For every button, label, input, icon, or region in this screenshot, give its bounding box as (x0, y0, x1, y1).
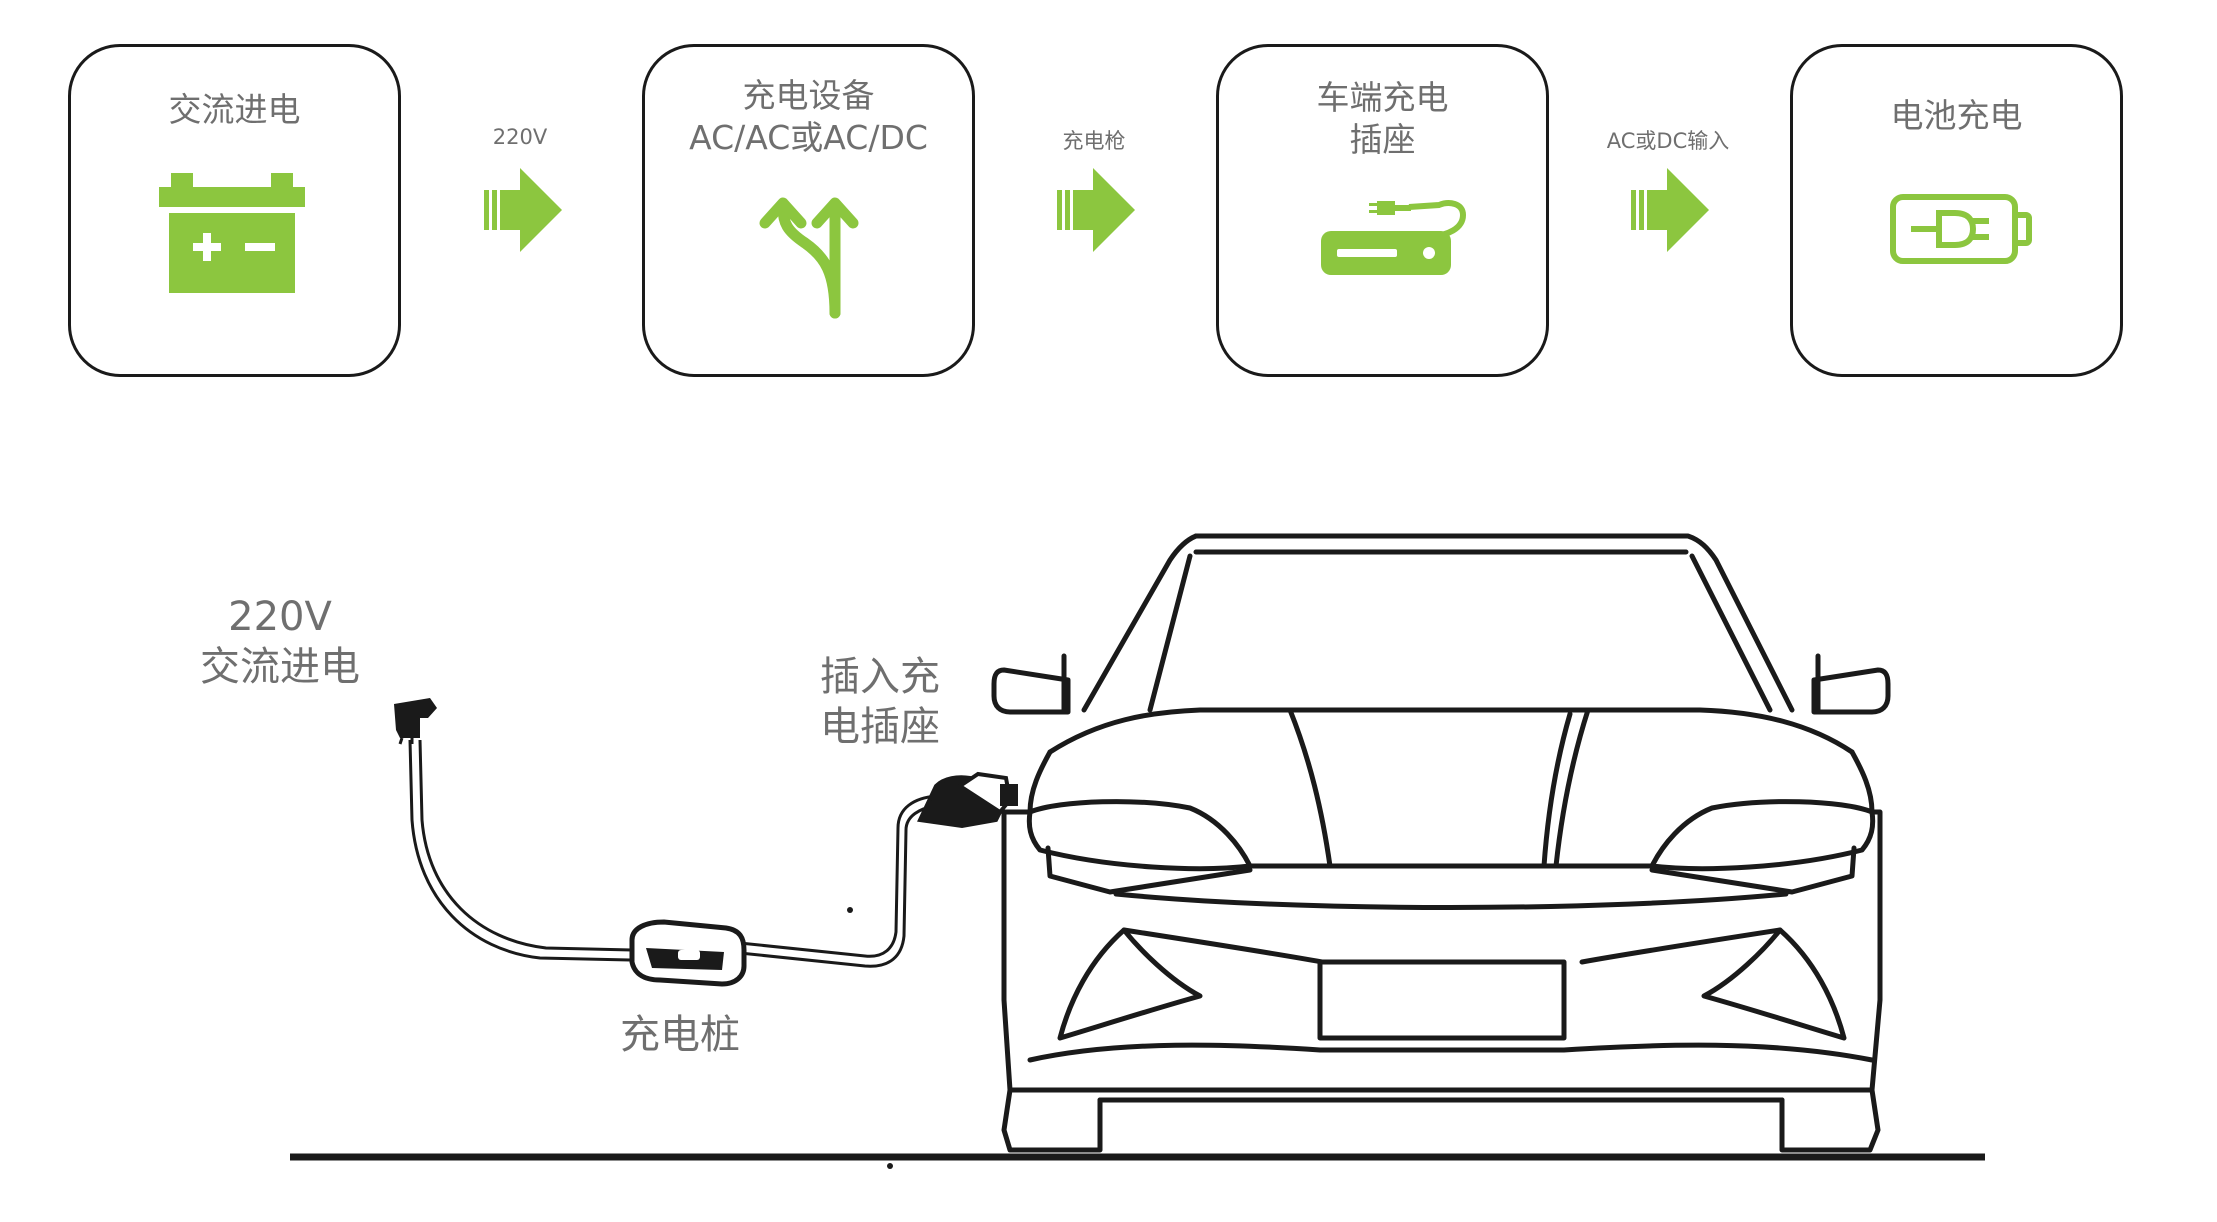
car-battery-icon (159, 173, 305, 293)
plug-in-label: 插入充 电插座 (820, 654, 940, 750)
arrow-right-icon (1631, 168, 1709, 252)
step-label: 交流进电 (168, 90, 301, 129)
step-label: 电池充电 (1890, 96, 2023, 135)
wall-plug-icon (394, 698, 437, 745)
charging-gun-icon (917, 771, 1018, 829)
step-card-ac-input: 交流进电 (68, 44, 401, 377)
step-label: 车端充电 插座 (1316, 78, 1449, 159)
power-bank-plug-icon (1321, 200, 1467, 275)
step-card-charging-equipment: 充电设备 AC/AC或AC/DC (642, 44, 975, 377)
dot-marker (887, 1163, 893, 1169)
charger-box-icon (629, 919, 747, 987)
split-arrows-icon (759, 197, 859, 319)
charger-label: 充电桩 (620, 1012, 740, 1058)
connector-label: AC或DC输入 (1606, 129, 1730, 153)
connector-label: 充电枪 (1062, 129, 1126, 153)
step-card-vehicle-socket: 车端充电 插座 (1216, 44, 1549, 377)
power-input-label: 220V 交流进电 (200, 594, 360, 690)
step-card-battery-charging: 电池充电 (1790, 44, 2123, 377)
connector-label: 220V (492, 125, 548, 149)
dot-marker (847, 907, 853, 913)
charging-cable (408, 739, 937, 968)
car-outline (991, 533, 1891, 1153)
battery-plug-icon (1890, 194, 2032, 264)
arrow-right-icon (484, 168, 562, 252)
step-label: 充电设备 AC/AC或AC/DC (689, 76, 928, 157)
arrow-right-icon (1057, 168, 1135, 252)
